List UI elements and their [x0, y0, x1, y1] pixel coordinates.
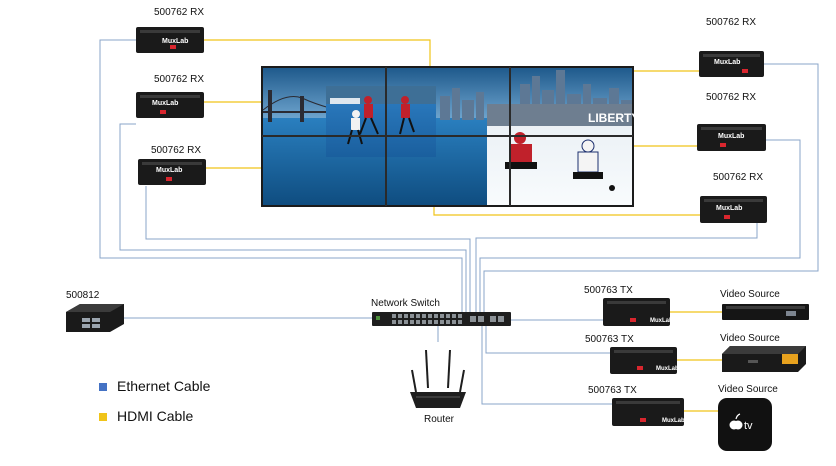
video-source-2: [722, 346, 806, 372]
rx-label-4: 500762 RX: [706, 17, 756, 28]
rx-device-6: MuxLab: [700, 196, 767, 223]
legend-swatch-hdmi: [99, 413, 107, 421]
device-logo: MuxLab: [662, 418, 685, 424]
bridge-graphic: [262, 90, 331, 122]
rx-device-4: MuxLab: [699, 51, 764, 77]
eth-rx-2: [119, 123, 467, 318]
switch-label: Network Switch: [371, 298, 440, 309]
device-logo: MuxLab: [162, 38, 188, 45]
rx-device-5: MuxLab: [697, 124, 766, 151]
tx-label-2: 500763 TX: [585, 334, 634, 345]
controller-label: 500812: [66, 290, 100, 301]
tx-label-3: 500763 TX: [588, 385, 637, 396]
rx-label-2: 500762 RX: [154, 74, 204, 85]
sports-window: [326, 86, 436, 157]
eth-tx-2: [485, 326, 612, 354]
router-label: Router: [424, 414, 455, 425]
video-source-3: tv: [718, 398, 772, 451]
liberty-banner: LIBERTY: [588, 111, 639, 125]
rx-device-3: MuxLab: [138, 159, 206, 185]
rx-label-1: 500762 RX: [154, 7, 204, 18]
eth-tx-3: [481, 326, 612, 405]
legend: Ethernet Cable HDMI Cable: [99, 378, 211, 424]
rx-label-3: 500762 RX: [151, 145, 201, 156]
eth-rx-6: [475, 213, 758, 318]
tx-device-1: MuxLab: [603, 298, 673, 326]
hockey-window: LIBERTY: [487, 104, 639, 205]
eth-rx-4: [483, 63, 819, 318]
rx-label-5: 500762 RX: [706, 92, 756, 103]
device-logo: MuxLab: [714, 59, 740, 66]
device-logo: MuxLab: [656, 366, 679, 372]
apple-icon: [729, 413, 743, 430]
eth-rx-1: [99, 39, 463, 318]
tx-label-1: 500763 TX: [584, 285, 633, 296]
source-label-2: Video Source: [720, 333, 780, 344]
device-logo: MuxLab: [156, 167, 182, 174]
source-label-3: Video Source: [718, 384, 778, 395]
legend-swatch-ethernet: [99, 383, 107, 391]
controller-device: [66, 304, 124, 332]
ethernet-cables: [99, 39, 819, 405]
tx-device-2: MuxLab: [610, 347, 679, 374]
eth-rx-5: [479, 139, 801, 318]
apple-tv-text: tv: [744, 420, 753, 432]
hdmi-rx-1: [204, 39, 431, 66]
network-switch: [372, 312, 511, 326]
tx-device-3: MuxLab: [612, 398, 685, 426]
rx-label-6: 500762 RX: [713, 172, 763, 183]
rx-device-2: MuxLab: [136, 92, 204, 118]
video-wall: LIBERTY: [261, 66, 639, 207]
video-source-1: [722, 304, 809, 320]
source-label-1: Video Source: [720, 289, 780, 300]
hdmi-cables: [204, 39, 722, 412]
device-logo: MuxLab: [152, 100, 178, 107]
device-logo: MuxLab: [650, 318, 673, 324]
legend-ethernet-label: Ethernet Cable: [117, 378, 211, 394]
legend-hdmi-label: HDMI Cable: [117, 408, 193, 424]
wall-bezels: [262, 67, 633, 206]
rx-device-1: MuxLab: [136, 27, 204, 53]
hdmi-rx-6: [433, 206, 700, 216]
device-logo: MuxLab: [716, 205, 742, 212]
router: [410, 349, 466, 408]
eth-rx-3: [145, 186, 471, 318]
device-logo: MuxLab: [718, 133, 744, 140]
